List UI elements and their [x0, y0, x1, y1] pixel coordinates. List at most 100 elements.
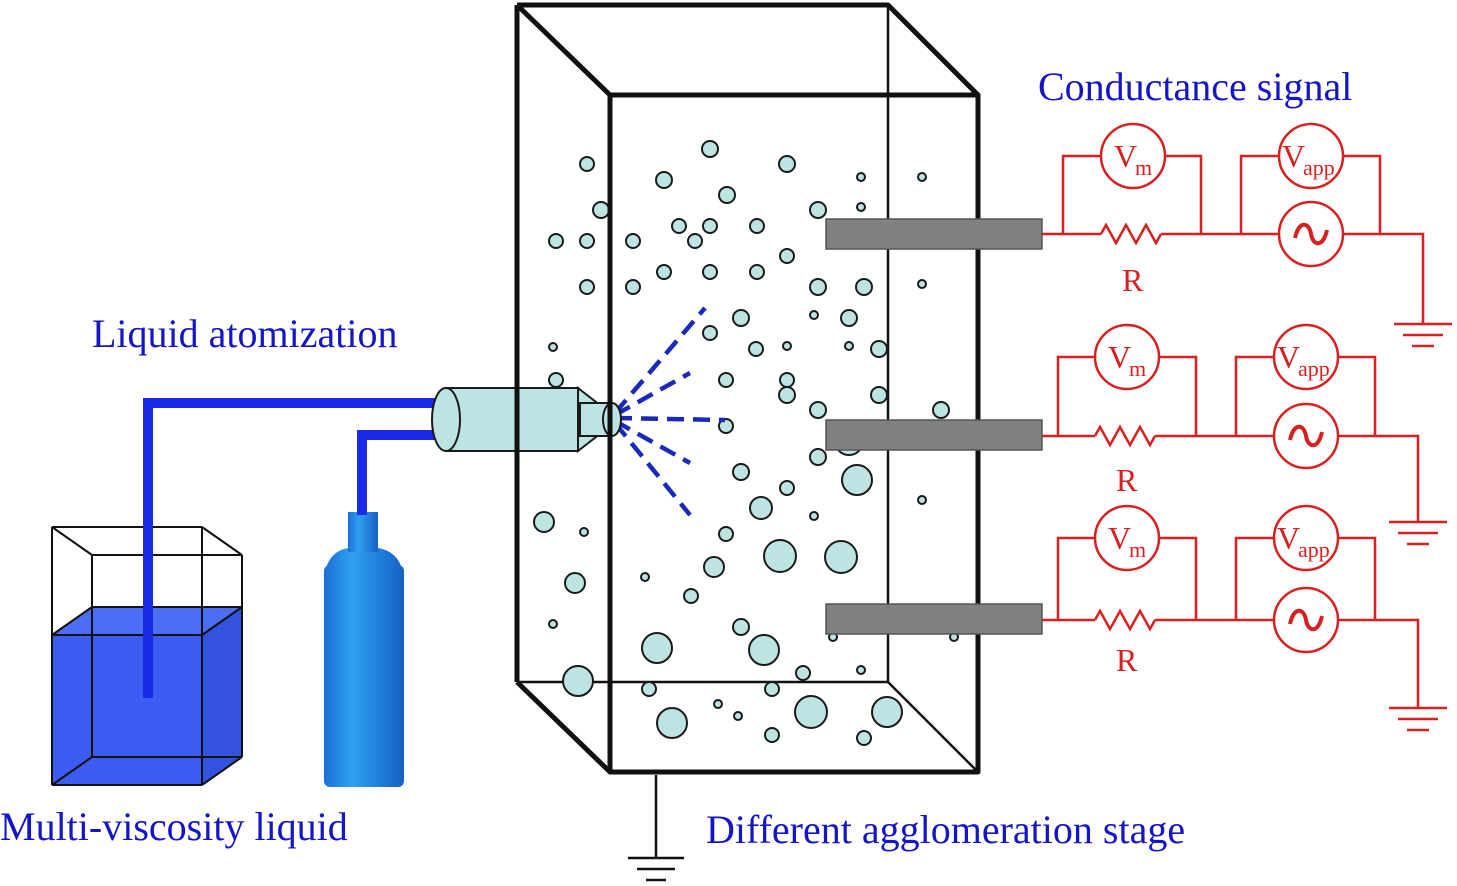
droplet [683, 588, 699, 604]
droplet [564, 572, 586, 594]
droplet [779, 480, 795, 496]
droplet [840, 309, 858, 327]
droplet [809, 310, 819, 320]
resistor-label: R [1122, 262, 1144, 298]
liquid-front-face [52, 635, 202, 785]
voltmeter-m-label: V [1114, 138, 1137, 174]
droplet [824, 540, 858, 574]
droplet [917, 172, 927, 182]
droplet [794, 695, 828, 729]
droplet [732, 309, 750, 327]
ac-source-icon [1272, 402, 1340, 470]
droplet [718, 186, 736, 204]
voltmeter-app-label: V [1277, 339, 1300, 375]
droplet [562, 665, 594, 697]
droplet [625, 279, 641, 295]
droplet [809, 511, 819, 521]
droplet [748, 634, 780, 666]
droplet [533, 511, 555, 533]
electrodes [825, 218, 1043, 635]
droplet [732, 463, 750, 481]
gas-tube [357, 430, 440, 515]
droplet [764, 681, 780, 697]
voltmeter-m-icon [1093, 323, 1161, 391]
droplet [732, 618, 750, 636]
tilde-icon [1288, 608, 1324, 632]
droplet [548, 372, 564, 388]
droplet [855, 278, 873, 296]
droplet [870, 386, 888, 404]
droplet [748, 341, 764, 357]
droplet [702, 218, 718, 234]
droplet [844, 341, 854, 351]
liquid-tube [143, 398, 440, 698]
droplet [687, 233, 703, 249]
electrode-top [825, 218, 1043, 250]
voltmeter-app-icon [1272, 323, 1340, 391]
droplet [917, 495, 927, 505]
voltmeter-m-label: V [1108, 520, 1131, 556]
supply-tubes [143, 398, 440, 698]
droplet [592, 201, 610, 219]
droplet [548, 233, 564, 249]
droplet [778, 155, 796, 173]
droplet [782, 341, 792, 351]
droplet [548, 619, 558, 629]
voltmeter-app-icon [1272, 504, 1340, 572]
cylinder-shoulder [324, 548, 404, 580]
droplet [870, 340, 888, 358]
tilde-icon [1288, 424, 1324, 448]
ac-source-icon [1277, 200, 1345, 268]
droplet [579, 156, 595, 172]
voltmeter-app-subscript: app [1298, 537, 1330, 562]
droplet [718, 526, 734, 542]
droplet [625, 233, 641, 249]
liquid-atomization-label: Liquid atomization [92, 311, 398, 356]
droplet [809, 278, 827, 296]
atomizer-nozzle [431, 385, 622, 454]
droplet [579, 233, 595, 249]
voltmeter-app-subscript: app [1303, 155, 1335, 180]
droplet [701, 140, 719, 158]
droplet [749, 218, 765, 234]
electrode-bottom [825, 603, 1043, 635]
droplet [656, 264, 672, 280]
droplet [809, 401, 827, 419]
droplet [718, 418, 734, 434]
cylinder-body [324, 565, 404, 787]
resistor-icon [1099, 222, 1163, 246]
droplet [655, 171, 673, 189]
chamber-back [517, 5, 979, 773]
droplet [713, 699, 723, 709]
liquid-side-face [202, 607, 242, 785]
droplet [778, 386, 796, 404]
resistor-label: R [1116, 642, 1138, 678]
droplet [779, 372, 795, 388]
droplet [733, 711, 743, 721]
droplet [702, 264, 718, 280]
resistor-icon [1093, 424, 1157, 448]
agglomeration-stage-label: Different agglomeration stage [706, 807, 1185, 852]
droplet [702, 325, 718, 341]
chamber-ground-icon [628, 775, 684, 882]
multi-viscosity-liquid-label: Multi-viscosity liquid [0, 804, 348, 849]
voltmeter-m-icon [1093, 504, 1161, 572]
conductance-signal-label: Conductance signal [1038, 64, 1352, 109]
droplet [749, 264, 765, 280]
voltmeter-app-subscript: app [1298, 356, 1330, 381]
ac-source-icon [1272, 586, 1340, 654]
electrode-middle [825, 419, 1043, 451]
droplet [856, 665, 866, 675]
droplet [841, 464, 873, 496]
droplet [718, 372, 734, 388]
voltmeter-app-label: V [1282, 138, 1305, 174]
droplet [749, 496, 773, 520]
tilde-icon [1293, 222, 1329, 246]
droplet [579, 279, 595, 295]
liquid-container [51, 526, 243, 786]
droplet-field [533, 140, 959, 746]
